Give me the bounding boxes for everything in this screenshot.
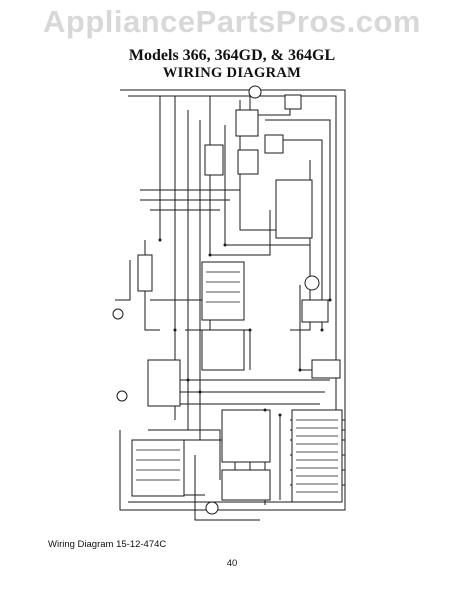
page-number: 40 — [226, 558, 238, 569]
watermark: AppliancePartsPros.com — [43, 4, 421, 39]
diagram-caption: Wiring Diagram 15-12-474C — [48, 539, 167, 550]
diagram-title: Models 366, 364GD, & 364GL — [128, 47, 336, 64]
diagram-subtitle: WIRING DIAGRAM — [162, 65, 302, 81]
